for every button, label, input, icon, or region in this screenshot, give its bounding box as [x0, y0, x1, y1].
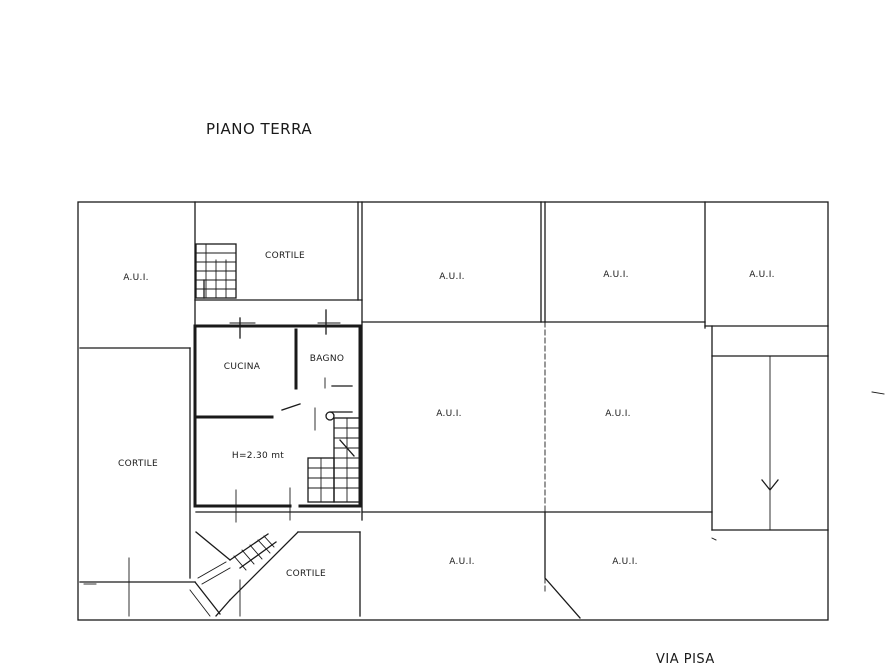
room-label-aui-5: A.U.I. — [436, 409, 462, 419]
stair-top — [195, 243, 237, 299]
room-label-aui-4: A.U.I. — [749, 270, 775, 280]
lower-cortile-walls — [189, 531, 361, 617]
room-label-cortile-bottom: CORTILE — [286, 569, 326, 579]
room-label-aui-7: A.U.I. — [449, 557, 475, 567]
middle-walls — [361, 321, 829, 593]
room-label-cortile-left: CORTILE — [118, 459, 158, 469]
room-label-cortile-top: CORTILE — [265, 251, 305, 261]
outer-perimeter — [77, 201, 829, 621]
room-label-aui-6: A.U.I. — [605, 409, 631, 419]
left-cortile-walls — [79, 347, 241, 617]
room-label-aui-8: A.U.I. — [612, 557, 638, 567]
stair-apartment — [307, 417, 361, 503]
room-label-aui-3: A.U.I. — [603, 270, 629, 280]
bottom-right-walls — [83, 511, 581, 619]
room-labels: A.U.I. CORTILE A.U.I. A.U.I. A.U.I. CUCI… — [118, 251, 775, 579]
room-label-soggiorno: H=2.30 mt — [232, 451, 284, 461]
apartment-walls — [193, 309, 362, 523]
top-row-walls — [194, 201, 829, 521]
room-label-bagno: BAGNO — [310, 354, 344, 364]
room-label-aui-2: A.U.I. — [439, 272, 465, 282]
scan-specks — [711, 391, 885, 541]
plan-title: PIANO TERRA — [206, 120, 312, 138]
room-label-cucina: CUCINA — [224, 362, 261, 372]
room-label-aui-1: A.U.I. — [123, 273, 149, 283]
street-name: VIA PISA — [656, 652, 715, 667]
